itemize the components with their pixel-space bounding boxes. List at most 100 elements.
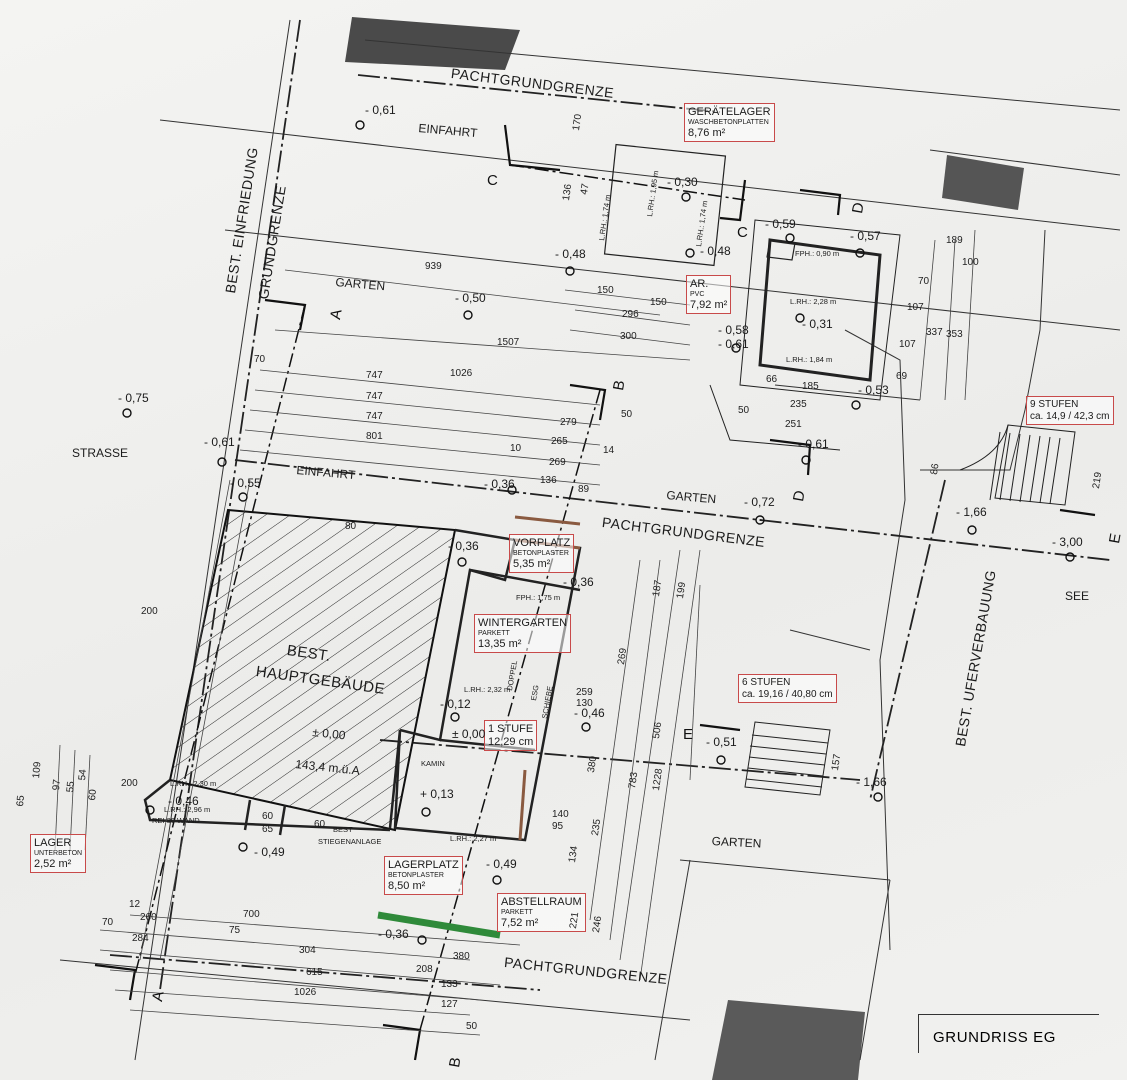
level-value: - 0,51 [706,735,737,749]
room-area: 8,76 m² [688,126,726,139]
room-name: WINTERGARTEN [478,617,568,629]
stairs-6 [744,721,831,796]
dim-value: 14 [603,445,615,456]
room-area: 8,50 m² [388,879,426,892]
height-note: FPH.: 0,90 m [795,249,840,258]
dim-value: 269 [549,457,566,468]
level-value: - 0,57 [850,229,881,243]
dim-value: 200 [121,778,138,789]
room-geraetelager: GERÄTELAGER WASCHBETONPLATTEN 8,76 m² [684,103,775,143]
drawing-title: GRUNDRISS EG [933,1029,1057,1046]
room-ar: AR. PVC 7,92 m² [686,275,732,315]
dim-value: 65 [262,824,274,835]
dim-value: 55 [65,780,77,793]
dim-value: 12 [129,899,141,910]
dim-value: 54 [77,768,89,781]
main-building-hatch [168,508,457,832]
lake-label: SEE [1065,589,1090,603]
dim-value: 300 [620,331,637,342]
section-letter-c-left: C [487,172,498,189]
room-vorplatz: VORPLATZ BETONPLASTER 5,35 m² [509,534,575,574]
room-area: 13,35 m² [478,637,522,650]
boundary-lines [109,19,1111,991]
dim-value: 939 [425,261,442,272]
dim-value: 10 [510,443,522,454]
dim-value: 208 [416,964,433,975]
dim-value: 279 [560,417,577,428]
dim-value: 185 [802,381,819,392]
level-value: - 0,49 [486,857,517,871]
dim-value: 89 [578,484,590,495]
dim-value: 69 [896,371,908,382]
dim-value: 133 [441,979,458,990]
dim-value: 150 [650,297,667,308]
dim-value: 66 [766,374,778,385]
dim-value: 70 [102,917,114,928]
dim-value: 95 [552,821,564,832]
level-value: - 1,66 [956,505,987,519]
room-sub: WASCHBETONPLATTEN [688,118,769,126]
level-value: - 0,36 [448,539,479,553]
dim-value: 251 [785,419,802,430]
level-value: - 1,66 [856,775,887,789]
dim-value: 304 [299,945,316,956]
level-value: - 0,50 [455,291,486,305]
dim-value: 337 [926,327,943,338]
stairs-name: 6 STUFEN [742,677,791,688]
level-value: - 0,36 [563,575,594,589]
dim-value: 60 [87,788,99,801]
dim-value: 70 [254,354,266,365]
dim-value: 50 [621,409,633,420]
dim-value: 60 [262,811,274,822]
level-value: - 3,00 [1052,535,1083,549]
dim-value: 136 [540,475,557,486]
room-wintergarten: WINTERGARTEN PARKETT 13,35 m² [474,614,572,654]
height-note: L.RH.: 2,30 m [170,779,217,788]
dim-value: 1026 [450,368,473,379]
main-level: ± 0,00 [311,725,347,743]
garden-label-bottom: GARTEN [711,834,762,851]
dim-value: 150 [597,285,614,296]
height-note: L.RH.: 2,32 m [464,685,511,694]
dim-value: 60 [314,819,326,830]
dim-value: 80 [345,521,357,532]
section-letter-e-left: E [683,726,694,743]
dim-value: 747 [366,370,383,381]
level-value: - 0,48 [700,244,731,258]
dim-value: 97 [51,778,63,791]
room-sub: PARKETT [501,908,533,916]
site-lines [59,19,1121,1061]
height-note: FPH.: 1,75 m [516,593,561,602]
room-abstellraum: ABSTELLRAUM PARKETT 7,52 m² [497,893,586,933]
room-area: 7,52 m² [501,916,539,929]
level-value: - 0,75 [118,391,149,405]
level-value: - 0,46 [574,706,605,720]
level-value: - 0,61 [798,437,829,451]
level-value: - 0,55 [230,476,261,490]
height-note: L.RH.: 2,27 m [450,834,497,843]
dim-value: 296 [622,309,639,320]
level-value: - 0,61 [365,103,396,117]
dim-value: 747 [366,391,383,402]
dark-block-topright [942,155,1024,210]
dim-value: 259 [576,687,593,698]
dim-value: 700 [243,909,260,920]
room-sub: PVC [690,290,705,298]
stairs-sub: ca. 14,9 / 42,3 cm [1030,410,1110,422]
level-value: - 0,30 [667,175,698,189]
dim-value: 70 [918,276,930,287]
best-label: BEST [333,825,353,834]
level-value: + 0,13 [420,787,454,801]
room-name: LAGER [34,837,72,849]
room-area: 2,52 m² [34,857,72,870]
stairs-sub: ca. 19,16 / 40,80 cm [742,688,833,700]
rei-wand-label: REI 30 WAND [152,816,200,825]
room-area: 7,92 m² [690,298,728,311]
dim-value: 747 [366,411,383,422]
dim-value: 109 [31,761,44,779]
room-name: 1 STUFE [488,723,534,735]
street-label: STRASSE [72,446,129,460]
level-value: - 0,49 [254,845,285,859]
room-name: VORPLATZ [513,537,571,549]
